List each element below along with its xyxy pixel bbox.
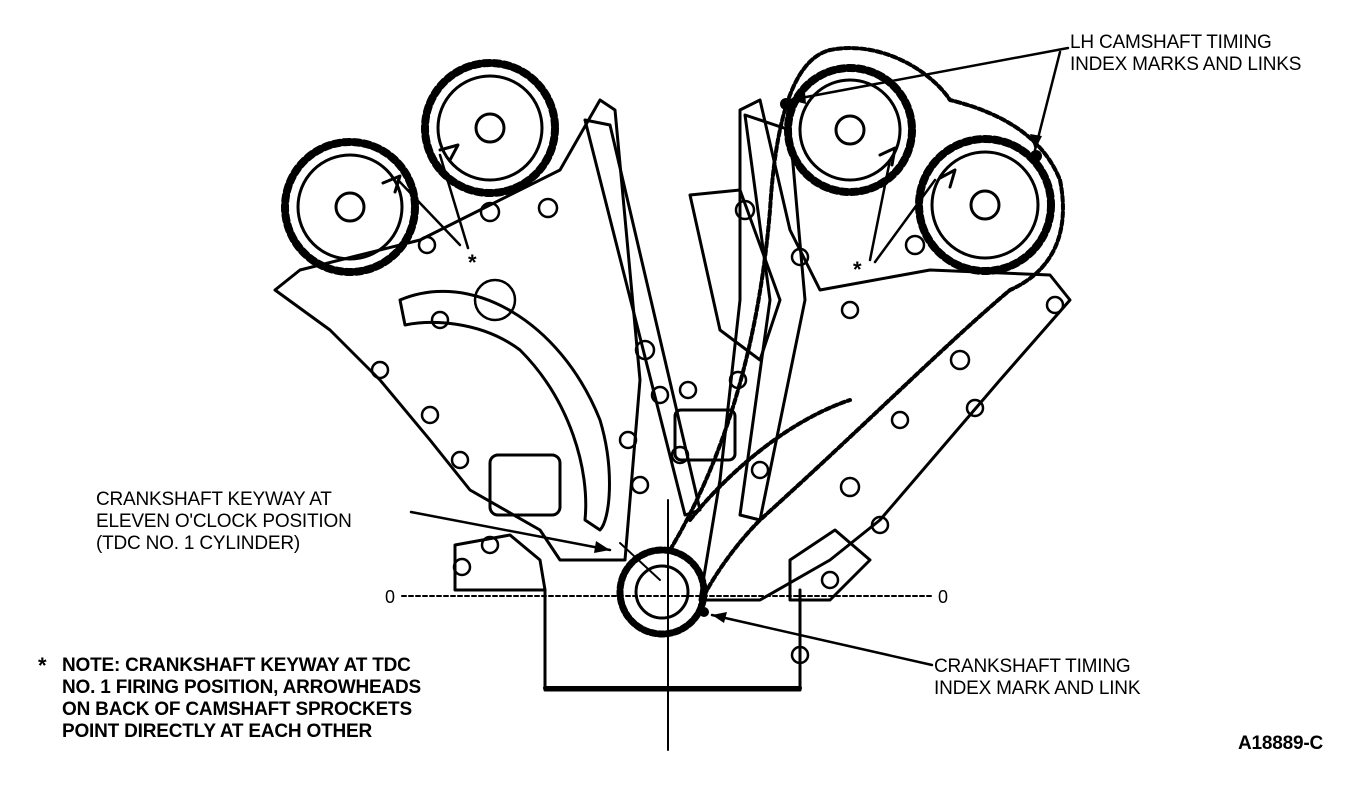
asterisk-mark-right: * <box>853 257 862 282</box>
right-timing-chain <box>668 46 1065 607</box>
front-cover-bottom <box>543 588 802 692</box>
crankshaft-keyway-line-3: (TDC NO. 1 CYLINDER) <box>96 533 300 554</box>
note-line-1: NOTE: CRANKSHAFT KEYWAY AT TDC <box>62 655 411 676</box>
left-sprocket-lower <box>281 138 419 276</box>
lh-camshaft-line-1: LH CAMSHAFT TIMING <box>1070 32 1272 53</box>
crankshaft-timing-line-2: INDEX MARK AND LINK <box>934 678 1141 699</box>
left-sprocket-upper <box>421 59 559 197</box>
note-asterisk: * <box>38 653 47 678</box>
crankshaft-keyway-line-1: CRANKSHAFT KEYWAY AT <box>96 489 332 510</box>
crankshaft-keyway-line-2: ELEVEN O'CLOCK POSITION <box>96 511 352 532</box>
note-block: * NOTE: CRANKSHAFT KEYWAY AT TDC NO. 1 F… <box>38 655 421 743</box>
crankshaft-timing-label: CRANKSHAFT TIMING INDEX MARK AND LINK <box>934 656 1141 700</box>
zero-right-label: 0 <box>938 587 948 607</box>
zero-left-label: 0 <box>385 587 395 607</box>
left-tensioner-arm <box>398 289 611 532</box>
figure-id: A18889-C <box>1238 733 1324 754</box>
crank-sprocket <box>616 546 708 638</box>
note-line-2: NO. 1 FIRING POSITION, ARROWHEADS <box>62 677 421 698</box>
lh-camshaft-timing-label: LH CAMSHAFT TIMING INDEX MARKS AND LINKS <box>1070 32 1301 76</box>
right-sprocket-lower <box>915 135 1055 275</box>
right-sprocket-upper <box>784 64 916 196</box>
crankshaft-timing-line-1: CRANKSHAFT TIMING <box>934 656 1131 677</box>
note-line-3: ON BACK OF CAMSHAFT SPROCKETS <box>62 699 412 720</box>
crankshaft-keyway-label: CRANKSHAFT KEYWAY AT ELEVEN O'CLOCK POSI… <box>96 489 352 555</box>
lh-camshaft-line-2: INDEX MARKS AND LINKS <box>1070 54 1302 75</box>
note-line-4: POINT DIRECTLY AT EACH OTHER <box>62 721 373 742</box>
asterisk-mark-left: * <box>468 250 477 275</box>
